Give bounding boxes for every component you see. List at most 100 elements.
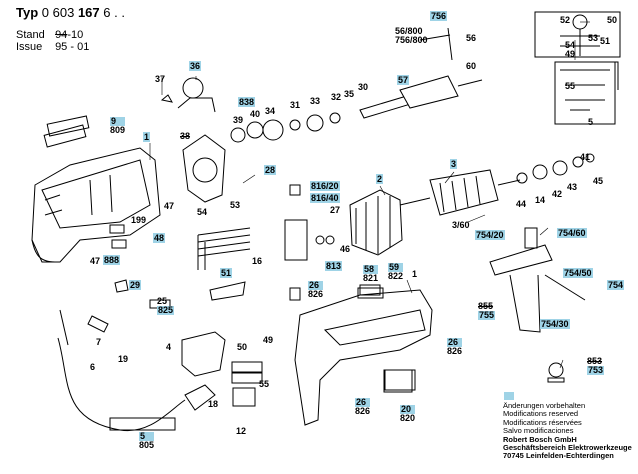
gear-housing-shape: [177, 97, 226, 203]
brush-holder-shape: [284, 184, 335, 301]
callout-54b: 54: [565, 40, 576, 50]
callout-51a: 51: [220, 268, 233, 278]
callout-31: 31: [290, 100, 301, 110]
bearings-shape: [516, 153, 595, 184]
stand-label: Stand: [16, 29, 45, 41]
leader-lines: [149, 21, 590, 369]
spindle-shape: [359, 27, 483, 119]
legend-line: Modifications réservées: [503, 417, 582, 427]
stand-line: Stand 94-10: [16, 29, 83, 41]
rear-housing-shape: [294, 287, 433, 426]
callout-53b: 53: [588, 33, 599, 43]
legend-company: Robert Bosch GmbH: [503, 434, 577, 444]
callout-28: 28: [264, 165, 277, 175]
callout-50b: 50: [607, 15, 618, 25]
callout-2: 2: [376, 174, 384, 184]
callout-45: 45: [593, 176, 604, 186]
callout-4: 4: [166, 342, 172, 352]
type-number: Typ 0 603 167 6 . .: [16, 5, 125, 20]
callout-43: 43: [567, 182, 578, 192]
legend-line: Modifications reserved: [503, 409, 579, 419]
callout-3: 3: [450, 159, 458, 169]
stand-old: 94: [55, 29, 68, 41]
legend-division: Geschäftsbereich Elektrowerkzeuge: [503, 443, 632, 453]
callout-40: 40: [250, 109, 261, 119]
small-parts: [46, 115, 413, 431]
armature-shape: [399, 169, 521, 216]
callout-27: 27: [330, 205, 341, 215]
callout-30: 30: [358, 82, 369, 92]
callout-14: 14: [535, 195, 546, 205]
issue-label: Issue: [16, 41, 43, 53]
callout-53a: 53: [230, 200, 241, 210]
typ-bold: 167: [77, 5, 100, 20]
callout-42: 42: [552, 189, 563, 199]
typ-label: Typ: [16, 5, 39, 20]
callout-41: 41: [580, 152, 591, 162]
aux-handle-shape: [489, 227, 586, 383]
callout-54a: 54: [197, 207, 208, 217]
callout-32: 32: [331, 92, 342, 102]
callout-199: 199: [131, 215, 147, 225]
switch-shape: [181, 331, 263, 407]
callout-55a: 55: [259, 379, 270, 389]
legend-block: Änderungen vorbehalten Modifications res…: [503, 401, 632, 461]
callout-56: 56: [466, 33, 477, 43]
callout-6: 6: [90, 362, 96, 372]
callout-55b: 55: [565, 81, 576, 91]
callout-754-20: 754/20: [475, 230, 505, 240]
callout-37: 37: [155, 74, 166, 84]
legend-swatch: [504, 392, 514, 400]
callout-35: 35: [344, 89, 355, 99]
callout-754: 754: [607, 280, 625, 290]
callout-5b: 5: [588, 117, 594, 127]
callout-48: 48: [153, 233, 166, 243]
field-coil-shape: [349, 189, 403, 256]
callout-60: 60: [466, 61, 477, 71]
callout-3-60: 3/60: [452, 220, 470, 230]
callout-57: 57: [397, 75, 410, 85]
callout-7: 7: [96, 337, 102, 347]
callout-44: 44: [516, 199, 527, 209]
callout-12: 12: [236, 426, 247, 436]
callout-16: 16: [252, 256, 263, 266]
callout-888: 888: [103, 255, 121, 265]
wiring-schematic: [534, 11, 621, 125]
callout-18: 18: [208, 399, 219, 409]
callout-49b: 49: [565, 49, 576, 59]
wires-shape: [197, 227, 251, 301]
callout-50a: 50: [237, 342, 248, 352]
callout-34: 34: [265, 106, 276, 116]
issue-line: Issue 95 - 01: [16, 41, 89, 53]
cable-plug-shape: [57, 309, 216, 432]
housing-half-shape: [31, 124, 161, 263]
callout-754-50: 754/50: [563, 268, 593, 278]
callout-46: 46: [340, 244, 351, 254]
callout-29: 29: [129, 280, 142, 290]
callout-816-40: 816/40: [310, 193, 340, 203]
typ-value: 0 603: [41, 5, 75, 20]
callout-838: 838: [238, 97, 256, 107]
callout-756: 756: [430, 11, 448, 21]
callout-36: 36: [189, 61, 202, 71]
callout-754-30: 754/30: [540, 319, 570, 329]
callout-49a: 49: [263, 335, 274, 345]
callout-47a: 47: [164, 201, 175, 211]
legend-line: Salvo modificaciones: [503, 426, 574, 436]
callout-19: 19: [118, 354, 129, 364]
callout-39: 39: [233, 115, 244, 125]
stand-new: -10: [67, 29, 84, 41]
gear-row-shape: [160, 77, 341, 143]
